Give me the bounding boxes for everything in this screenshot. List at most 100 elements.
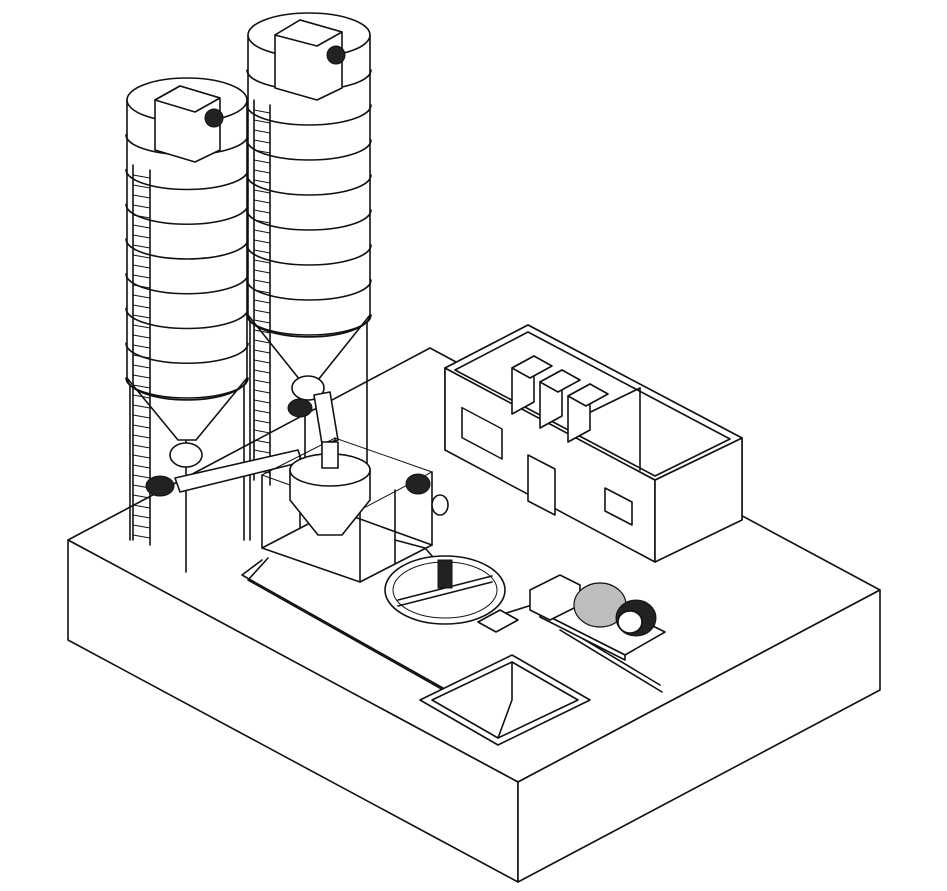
pipe-pump-out-2 (559, 629, 663, 693)
ladder-rung (253, 179, 271, 184)
ladder-rung (132, 174, 151, 179)
ladder-rung (132, 264, 151, 269)
window-right (604, 487, 633, 526)
ladder-rung (253, 249, 271, 254)
screw-motor-left-icon (145, 475, 175, 497)
window-left (461, 406, 503, 460)
ladder-rung (132, 504, 151, 509)
pool-sump (477, 609, 519, 633)
ladder-rung (253, 149, 271, 154)
collection-pit (419, 654, 591, 746)
mixer-frame (260, 437, 449, 583)
silo-right-discharge-valve (287, 375, 325, 418)
ladder-rung (132, 394, 151, 399)
ladder-rung (253, 409, 271, 414)
ladder-rung (253, 189, 271, 194)
ladder-rung (253, 289, 271, 294)
pump-skid (529, 574, 666, 661)
ladder-rung (253, 319, 271, 324)
ladder-rung (132, 344, 151, 349)
ladder-rung (253, 139, 271, 144)
ladder-rung (253, 159, 271, 164)
ladder-rung (253, 429, 271, 434)
ladder-rung (253, 169, 271, 174)
ladder-rung (132, 244, 151, 249)
ladder-rung (253, 349, 271, 354)
door-opening (527, 454, 556, 516)
ladder-rung (132, 314, 151, 319)
ladder-rung (132, 214, 151, 219)
ladder-rung (253, 369, 271, 374)
ladder-rung (253, 219, 271, 224)
ladder-rung (132, 254, 151, 259)
ladder-rung (253, 209, 271, 214)
ladder-rung (253, 449, 271, 454)
screw-conveyors (174, 391, 339, 493)
ladder-rung (253, 229, 271, 234)
ladder-rung (253, 109, 271, 114)
ladder-rung (253, 419, 271, 424)
ladder-rung (132, 524, 151, 529)
silo-left (125, 77, 249, 573)
building-inner-rim (454, 331, 731, 477)
ladder-rung (132, 274, 151, 279)
pool-agitator-icon (437, 559, 453, 589)
ladder-rung (132, 384, 151, 389)
ladder-rung (132, 424, 151, 429)
ladder-rung (132, 404, 151, 409)
control-building (444, 324, 743, 563)
ladder-rung (132, 474, 151, 479)
ladder-rung (253, 389, 271, 394)
ladder-rung (253, 279, 271, 284)
ladder-rung (132, 514, 151, 519)
pool-outer (384, 555, 506, 625)
ladder-rung (132, 444, 151, 449)
silo-left-ladder (132, 164, 151, 546)
ladder-rung (132, 454, 151, 459)
ladder-rung (253, 119, 271, 124)
ladder-rung (132, 364, 151, 369)
ladder-rung (253, 239, 271, 244)
ladder-rung (132, 464, 151, 469)
ladder-rung (132, 354, 151, 359)
ladder-rung (132, 224, 151, 229)
ladder-rung (132, 534, 151, 539)
silo-right-fan-icon (326, 45, 346, 65)
silo-left-fan-icon (204, 108, 224, 128)
ladder-rung (132, 334, 151, 339)
ladder-rung (132, 184, 151, 189)
ladder-rung (253, 199, 271, 204)
ladder-rung (253, 329, 271, 334)
electrical-cabinets (511, 355, 609, 443)
silo-left-discharge-valve (145, 442, 203, 497)
silo-right (246, 12, 372, 541)
ladder-rung (132, 414, 151, 419)
ladder-rung (253, 299, 271, 304)
silo-right-dust-collector (274, 19, 346, 101)
ladder-rung (132, 284, 151, 289)
pit-inner (431, 661, 579, 739)
ladder-rung (253, 379, 271, 384)
pipe-long-left-2 (247, 557, 455, 697)
ladder-rung (253, 129, 271, 134)
ladder-rung (132, 434, 151, 439)
screw-motor-right-icon (287, 398, 313, 418)
ladder-rung (253, 309, 271, 314)
silo-right-ladder (253, 99, 271, 486)
ladder-rung (253, 269, 271, 274)
ladder-rung (253, 339, 271, 344)
screw-conveyor-right (313, 391, 339, 445)
ladder-rung (132, 294, 151, 299)
slab-front-right (517, 589, 881, 883)
ladder-rung (253, 399, 271, 404)
ladder-rung (132, 194, 151, 199)
ladder-rung (132, 374, 151, 379)
pump-motor-icon (405, 473, 431, 495)
ladder-rung (253, 359, 271, 364)
ladder-rung (132, 304, 151, 309)
ladder-rung (132, 494, 151, 499)
ladder-rung (132, 204, 151, 209)
mixer-motor (321, 441, 339, 469)
ladder-rung (132, 234, 151, 239)
